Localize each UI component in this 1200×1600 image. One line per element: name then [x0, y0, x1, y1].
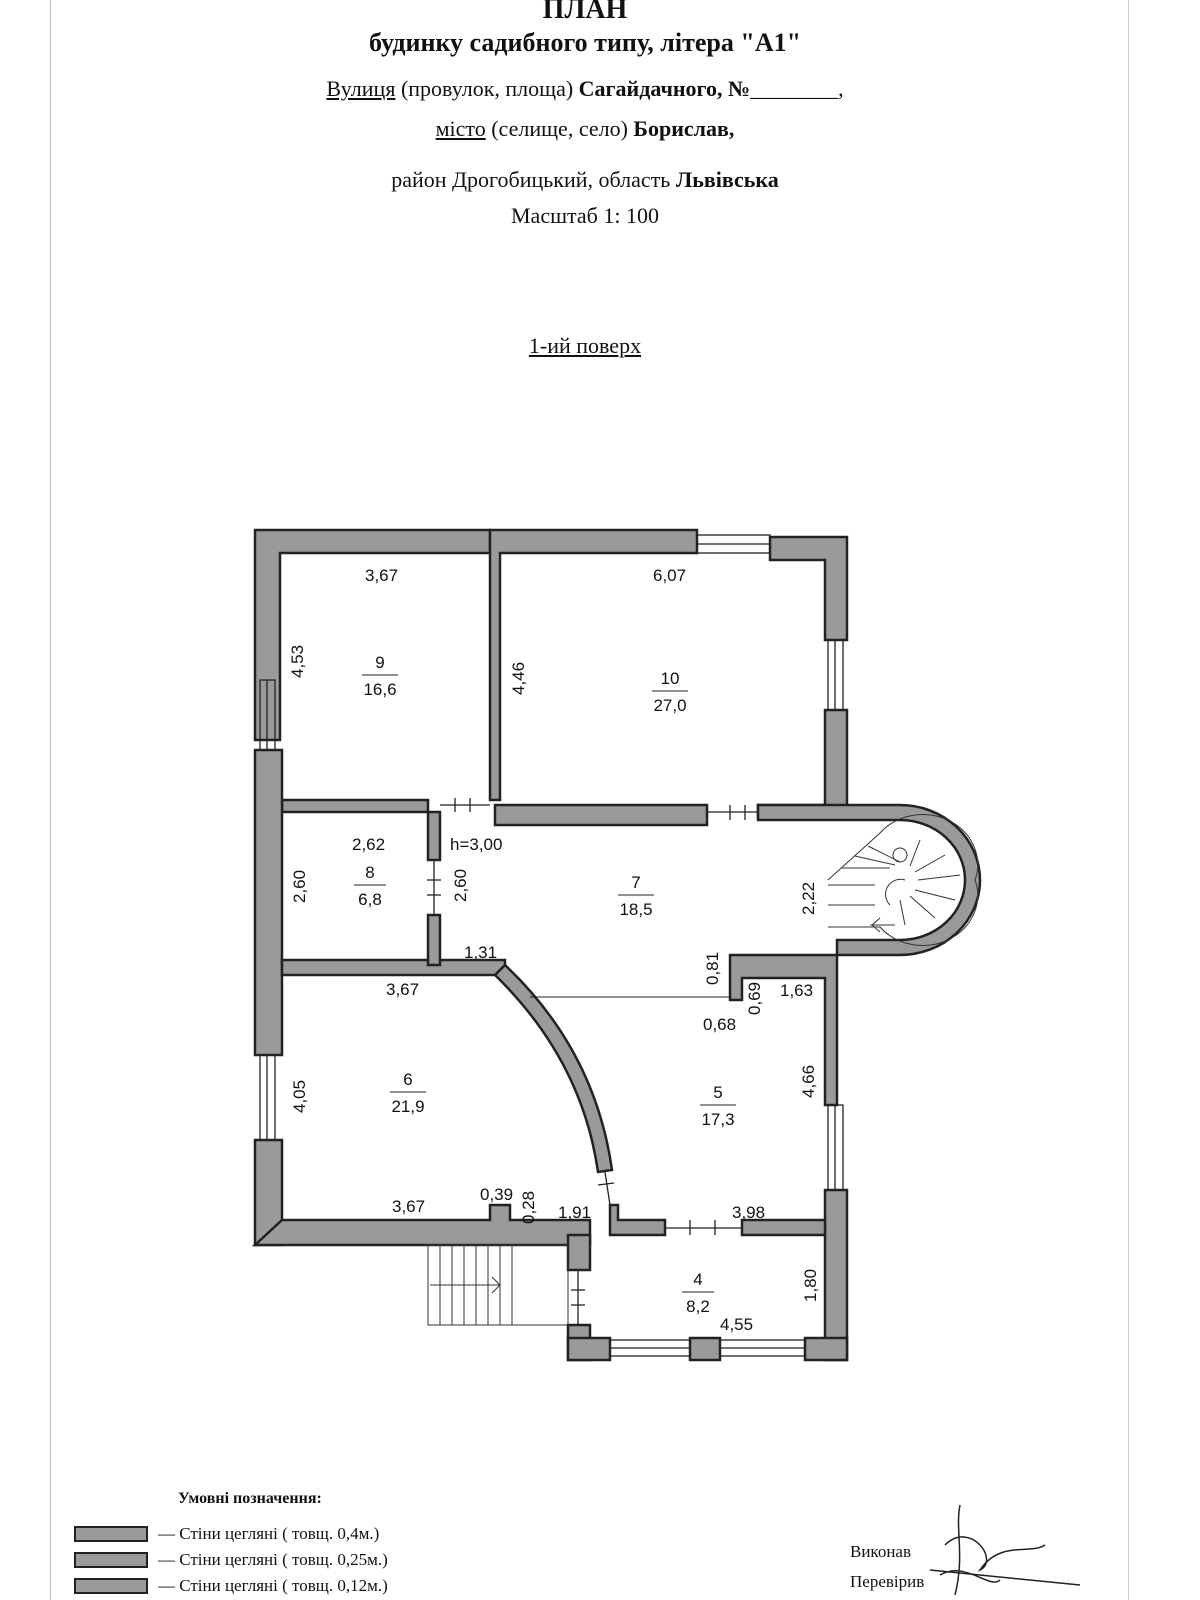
- wall-room5-right: [728, 953, 839, 1107]
- dim-ceiling: h=3,00: [450, 835, 502, 854]
- street-tail: ,: [838, 76, 844, 101]
- legend-swatch-3: [74, 1578, 148, 1595]
- district-text: район Дрогобицький, область: [391, 167, 671, 192]
- spiral-stairs: [827, 814, 979, 946]
- room-6-number: 6: [403, 1070, 412, 1089]
- wall-top-left: [253, 528, 492, 742]
- dim-r5-b: 1,63: [780, 981, 813, 1000]
- city-label: місто: [435, 116, 486, 141]
- dim-r8-height: 2,60: [290, 870, 309, 903]
- wall-curved: [493, 963, 614, 1174]
- plan-subtitle: будинку садибного типу, літера "А1": [368, 28, 802, 57]
- dim-r10-height: 4,46: [509, 662, 528, 695]
- dim-r6-height: 4,05: [290, 1080, 309, 1113]
- street-alt: (провулок, площа): [400, 76, 574, 101]
- wall-room8-bottom: [280, 958, 507, 977]
- room-8-number: 8: [365, 863, 374, 882]
- street-name: Сагайдачного, №: [578, 76, 751, 101]
- wall-room10-bottom: [493, 803, 709, 827]
- dim-r7-c: 0,81: [703, 952, 722, 985]
- legend-swatch-1: [74, 1526, 148, 1543]
- room-7-area: 18,5: [619, 900, 652, 919]
- dim-r9-width: 3,67: [365, 566, 398, 585]
- wall-room8-right-top: [426, 810, 442, 862]
- stairs: [427, 814, 979, 1326]
- wall-room4-left-top: [566, 1233, 592, 1272]
- city-alt: (селище, село): [491, 116, 628, 141]
- wall-top-right: [768, 535, 849, 642]
- wall-room4-bottom-right: [803, 1336, 849, 1362]
- dim-r4-width: 4,55: [720, 1315, 753, 1334]
- room-9-area: 16,6: [363, 680, 396, 699]
- legend-title: Умовні позначення:: [178, 1490, 322, 1507]
- dimension-labels: 3,67 4,53 6,07 4,46 2,62 2,60 h=3,00 2,6…: [288, 566, 820, 1334]
- dim-r5-bottom-c: 1,91: [558, 1203, 591, 1222]
- room-7-number: 7: [631, 873, 640, 892]
- dim-r7-door: 2,60: [451, 869, 470, 902]
- dim-r7-b: 2,22: [799, 882, 818, 915]
- wall-room8-right-bottom: [426, 913, 442, 967]
- legend-item-2: — Стіни цегляні ( товщ. 0,25м.): [74, 1549, 388, 1569]
- dim-r6-top: 3,67: [386, 980, 419, 999]
- entrance-stairs: [427, 1244, 569, 1326]
- plan-scale: Масштаб 1: 100: [511, 203, 659, 228]
- dim-r6-bottom: 3,67: [392, 1197, 425, 1216]
- checked-by-label: Перевірив: [850, 1572, 925, 1591]
- wall-right-upper: [756, 708, 849, 817]
- address-city-line: місто (селище, село) Борислав,: [0, 116, 1170, 142]
- wall-room4-bottom-mid: [688, 1336, 722, 1362]
- page-border-right: [1128, 0, 1129, 1600]
- city-name: Борислав,: [633, 116, 735, 141]
- legend-item-1: — Стіни цегляні ( товщ. 0,4м.): [74, 1523, 379, 1543]
- wall-bottom-left: [251, 1203, 592, 1247]
- dim-r9-height: 4,53: [288, 645, 307, 678]
- wall-bottom-right: [740, 1218, 827, 1237]
- wall-room4-bottom-left: [566, 1336, 612, 1362]
- room-9-number: 9: [375, 653, 384, 672]
- dim-r5-bottom-a: 0,39: [480, 1185, 513, 1204]
- dim-r5-c: 0,68: [703, 1015, 736, 1034]
- legend-item-3: — Стіни цегляні ( товщ. 0,12м.): [74, 1575, 388, 1595]
- wall-right-low: [823, 1188, 849, 1362]
- wall-room9-bottom: [280, 798, 430, 814]
- dim-r10-width: 6,07: [653, 566, 686, 585]
- region-name: Львівська: [675, 167, 779, 192]
- page-border-left: [50, 0, 51, 1600]
- wall-left-mid: [253, 748, 284, 1057]
- room-10-number: 10: [661, 669, 680, 688]
- windows: [259, 534, 844, 1357]
- dim-r7-a: 1,31: [464, 943, 497, 962]
- address-district-line: район Дрогобицький, область Львівська: [0, 167, 1170, 193]
- room-10-area: 27,0: [653, 696, 686, 715]
- dim-r5-a: 0,69: [745, 982, 764, 1015]
- room-8-area: 6,8: [358, 890, 382, 909]
- room-6-area: 21,9: [391, 1097, 424, 1116]
- room-4-area: 8,2: [686, 1297, 710, 1316]
- dim-r8-width: 2,62: [352, 835, 385, 854]
- wall-bay: [756, 803, 982, 957]
- dim-r5-bottom-b: 0,28: [519, 1191, 538, 1224]
- dim-r5-bottom-d: 3,98: [732, 1203, 765, 1222]
- room-5-area: 17,3: [701, 1110, 734, 1129]
- room-labels: 9 16,6 10 27,0 8 6,8 7 18,5 6 21,9 5 17,…: [354, 653, 736, 1316]
- legend-swatch-2: [74, 1552, 148, 1569]
- address-street-line: Вулиця (провулок, площа) Сагайдачного, №…: [0, 76, 1170, 102]
- street-blank: ________: [750, 76, 839, 101]
- walls: [251, 528, 982, 1362]
- made-by-label: Виконав: [850, 1542, 912, 1561]
- room-4-number: 4: [693, 1270, 702, 1289]
- room-5-number: 5: [713, 1083, 722, 1102]
- wall-top-mid: [488, 528, 699, 802]
- dim-r5-height: 4,66: [799, 1065, 818, 1098]
- street-label: Вулиця: [326, 76, 396, 101]
- wall-bottom-mid: [608, 1203, 667, 1237]
- plan-title: ПЛАН: [542, 0, 628, 25]
- dim-r4-height: 1,80: [801, 1269, 820, 1302]
- signature-scribble: [929, 1504, 1081, 1596]
- floor-label: 1-ий поверх: [528, 333, 642, 358]
